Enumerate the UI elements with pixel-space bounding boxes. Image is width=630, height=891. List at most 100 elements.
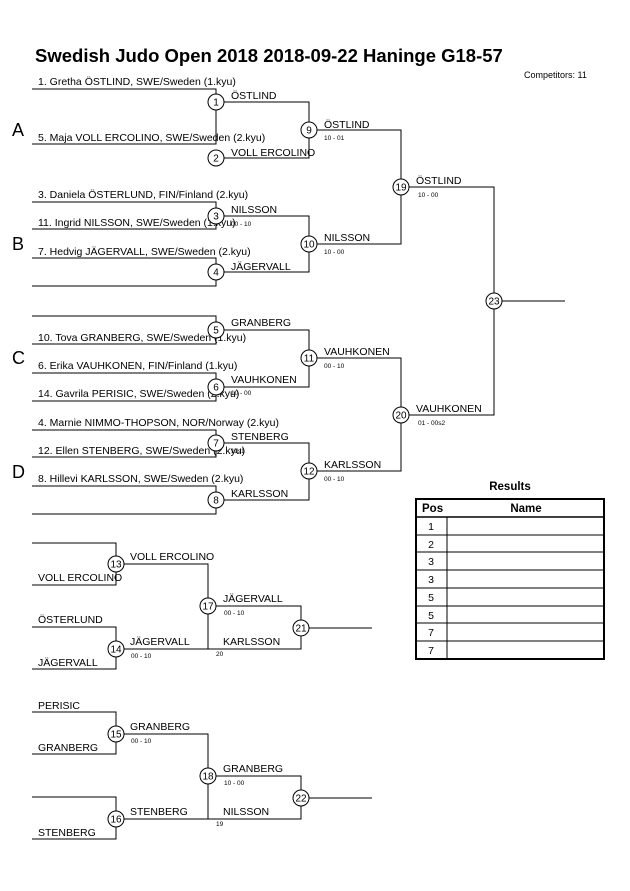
entrant-8: 8. Hillevi KARLSSON, SWE/Sweden (2.kyu) <box>38 473 243 485</box>
repechage-1: VOLL ERCOLINO ÖSTERLUND JÄGERVALL VOLL E… <box>38 551 310 669</box>
match-19-winner: ÖSTLIND <box>416 175 462 187</box>
entrant-3: 3. Daniela ÖSTERLUND, FIN/Finland (2.kyu… <box>38 189 248 201</box>
svg-text:16: 16 <box>110 815 122 826</box>
rep1-entrant-2: ÖSTERLUND <box>38 614 103 626</box>
svg-text:11: 11 <box>304 354 315 365</box>
competitors-count: Competitors: 11 <box>524 70 587 80</box>
match-7-marker: 7 <box>207 434 225 452</box>
match-22-marker: 22 <box>292 789 310 807</box>
svg-text:22: 22 <box>295 794 307 805</box>
repechage-lines <box>32 542 372 840</box>
results-pos-cell: 7 <box>428 627 434 639</box>
match-1-winner: ÖSTLIND <box>231 90 277 102</box>
results-pos-cell: 7 <box>428 645 434 657</box>
match-17-score: 00 - 10 <box>224 610 245 617</box>
match-14-winner: JÄGERVALL <box>130 636 190 648</box>
results-header-pos: Pos <box>422 503 443 515</box>
svg-text:10: 10 <box>303 240 315 251</box>
match-1-marker: 1 <box>207 93 225 111</box>
match-17-winner: JÄGERVALL <box>223 593 283 605</box>
match-20-marker: 20 <box>392 406 410 424</box>
svg-text:9: 9 <box>306 126 312 137</box>
svg-text:4: 4 <box>213 268 219 279</box>
match-21-marker: 21 <box>292 619 310 637</box>
match-19-score: 10 - 00 <box>418 192 439 199</box>
rep2-opponent-ref: 19 <box>216 821 224 828</box>
match-6-winner: VAUHKONEN <box>231 374 297 386</box>
match-5-winner: GRANBERG <box>231 317 291 329</box>
match-2-marker: 2 <box>207 149 225 167</box>
match-13-marker: 13 <box>107 555 125 573</box>
results-title: Results <box>489 481 531 493</box>
match-18-score: 10 - 00 <box>224 780 245 787</box>
svg-text:1: 1 <box>213 98 219 109</box>
match-12-winner: KARLSSON <box>324 459 381 471</box>
svg-text:13: 13 <box>110 560 122 571</box>
page-title: Swedish Judo Open 2018 2018-09-22 Haning… <box>35 45 503 66</box>
match-3-score: 00 - 10 <box>231 221 252 228</box>
match-23-marker: 23 <box>485 292 503 310</box>
entrant-10: 10. Tova GRANBERG, SWE/Sweden (1.kyu) <box>38 332 246 344</box>
results-pos-cell: 3 <box>428 574 434 586</box>
main-match-numbers: 1 2 3 4 5 6 7 8 9 10 11 12 19 20 23 <box>207 93 503 509</box>
svg-text:2: 2 <box>213 154 219 165</box>
svg-text:14: 14 <box>110 645 122 656</box>
rep1-entrant-1: VOLL ERCOLINO <box>38 572 122 584</box>
entrant-11: 11. Ingrid NILSSON, SWE/Sweden (1.kyu) <box>38 217 236 229</box>
svg-text:8: 8 <box>213 496 219 507</box>
results-pos-cell: 5 <box>428 610 434 622</box>
match-7-score: 11s1 <box>231 448 245 455</box>
rep1-entrant-3: JÄGERVALL <box>38 657 98 669</box>
match-3-winner: NILSSON <box>231 204 277 216</box>
match-11-marker: 11 <box>300 349 318 367</box>
match-2-winner: VOLL ERCOLINO <box>231 147 315 159</box>
match-9-winner: ÖSTLIND <box>324 119 370 131</box>
svg-text:17: 17 <box>202 602 214 613</box>
match-15-score: 00 - 10 <box>131 738 152 745</box>
match-8-marker: 8 <box>207 491 225 509</box>
match-14-score: 00 - 10 <box>131 653 152 660</box>
entrant-7: 7. Hedvig JÄGERVALL, SWE/Sweden (2.kyu) <box>38 246 251 258</box>
results-pos-cell: 2 <box>428 539 434 551</box>
match-4-winner: JÄGERVALL <box>231 261 291 273</box>
match-10-marker: 10 <box>300 235 318 253</box>
match-7-winner: STENBERG <box>231 431 289 443</box>
pool-b-label: B <box>12 234 24 254</box>
main-match-results: ÖSTLIND VOLL ERCOLINO NILSSON 00 - 10 JÄ… <box>231 90 482 500</box>
match-12-marker: 12 <box>300 462 318 480</box>
pool-c-label: C <box>12 348 25 368</box>
match-10-score: 10 - 00 <box>324 249 345 256</box>
match-20-winner: VAUHKONEN <box>416 403 482 415</box>
match-11-winner: VAUHKONEN <box>324 346 390 358</box>
match-17-marker: 17 <box>199 597 217 615</box>
results-pos-cell: 5 <box>428 592 434 604</box>
svg-text:5: 5 <box>213 326 219 337</box>
rep2-entrant-1: PERISIC <box>38 700 80 712</box>
svg-text:12: 12 <box>303 467 315 478</box>
rep2-entrant-2: GRANBERG <box>38 742 98 754</box>
svg-text:23: 23 <box>488 297 500 308</box>
match-4-marker: 4 <box>207 263 225 281</box>
match-20-score: 01 - 00s2 <box>418 420 445 427</box>
match-6-score: 10 - 00 <box>231 390 252 397</box>
match-9-score: 10 - 01 <box>324 135 345 142</box>
results-table: Results Pos Name 1 2 3 3 5 5 7 7 <box>415 481 605 660</box>
svg-text:19: 19 <box>395 183 407 194</box>
match-8-winner: KARLSSON <box>231 488 288 500</box>
entrant-5: 5. Maja VOLL ERCOLINO, SWE/Sweden (2.kyu… <box>38 132 265 144</box>
entrant-14: 14. Gavrila PERISIC, SWE/Sweden (2.kyu) <box>38 388 239 400</box>
pool-a-label: A <box>12 120 24 140</box>
rep2-opponent: NILSSON <box>223 806 269 818</box>
repechage-2: PERISIC GRANBERG STENBERG GRANBERG 00 - … <box>38 700 310 839</box>
match-12-score: 00 - 10 <box>324 476 345 483</box>
rep1-opponent: KARLSSON <box>223 636 280 648</box>
pool-d-label: D <box>12 462 25 482</box>
match-15-winner: GRANBERG <box>130 721 190 733</box>
match-19-marker: 19 <box>392 178 410 196</box>
svg-text:20: 20 <box>395 411 407 422</box>
entrant-1: 1. Gretha ÖSTLIND, SWE/Sweden (1.kyu) <box>38 76 236 88</box>
match-9-marker: 9 <box>300 121 318 139</box>
rep2-entrant-3: STENBERG <box>38 827 96 839</box>
entrant-6: 6. Erika VAUHKONEN, FIN/Finland (1.kyu) <box>38 360 237 372</box>
svg-text:3: 3 <box>213 212 219 223</box>
